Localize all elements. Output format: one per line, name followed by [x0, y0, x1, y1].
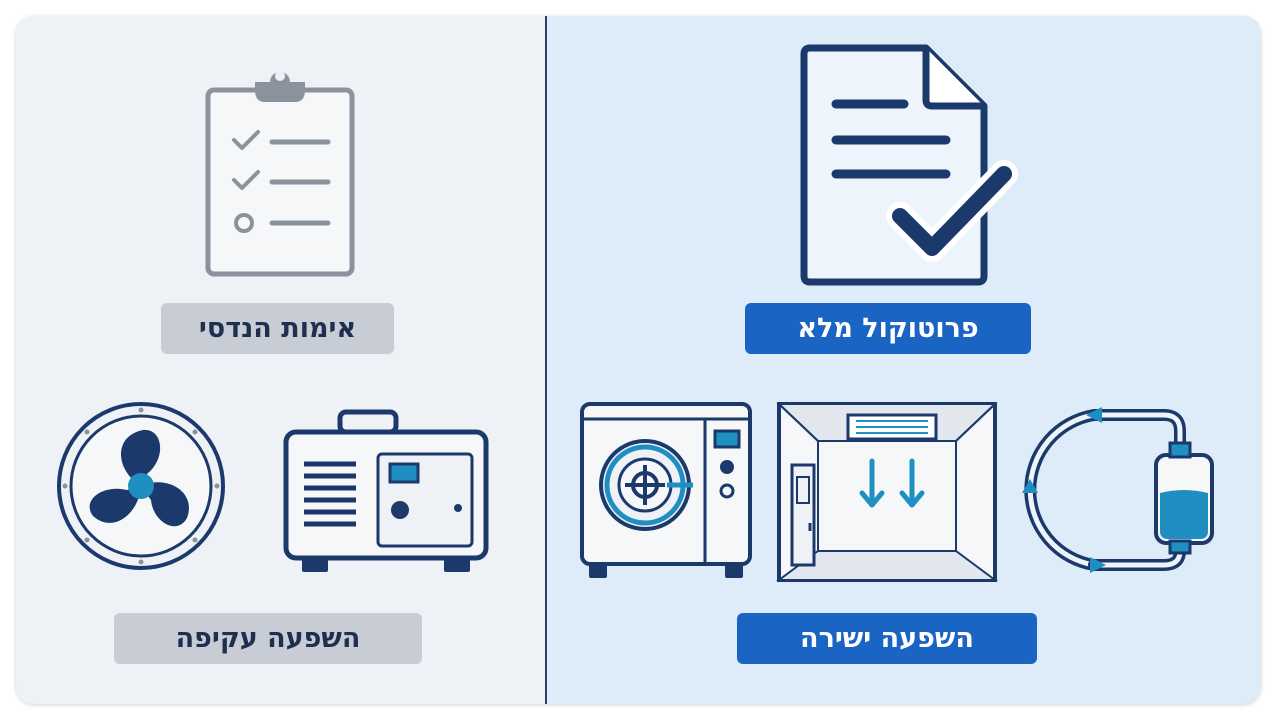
hvac-unit-icon [283, 409, 489, 572]
indirect-impact-label: השפעה עקיפה [114, 613, 422, 664]
diagram-frame [16, 16, 1261, 704]
full-protocol-label: פרוטוקול מלא [745, 303, 1031, 354]
cleanroom-icon [776, 402, 998, 582]
engineering-verification-label: אימות הנדסי [161, 303, 394, 354]
direct-impact-label: השפעה ישירה [737, 613, 1037, 664]
document-check-icon [800, 44, 1018, 286]
autoclave-icon [580, 402, 752, 578]
fan-icon [57, 402, 225, 570]
fluid-loop-icon [1022, 407, 1214, 573]
panel-divider [545, 16, 547, 704]
clipboard-checklist-icon [205, 71, 355, 277]
